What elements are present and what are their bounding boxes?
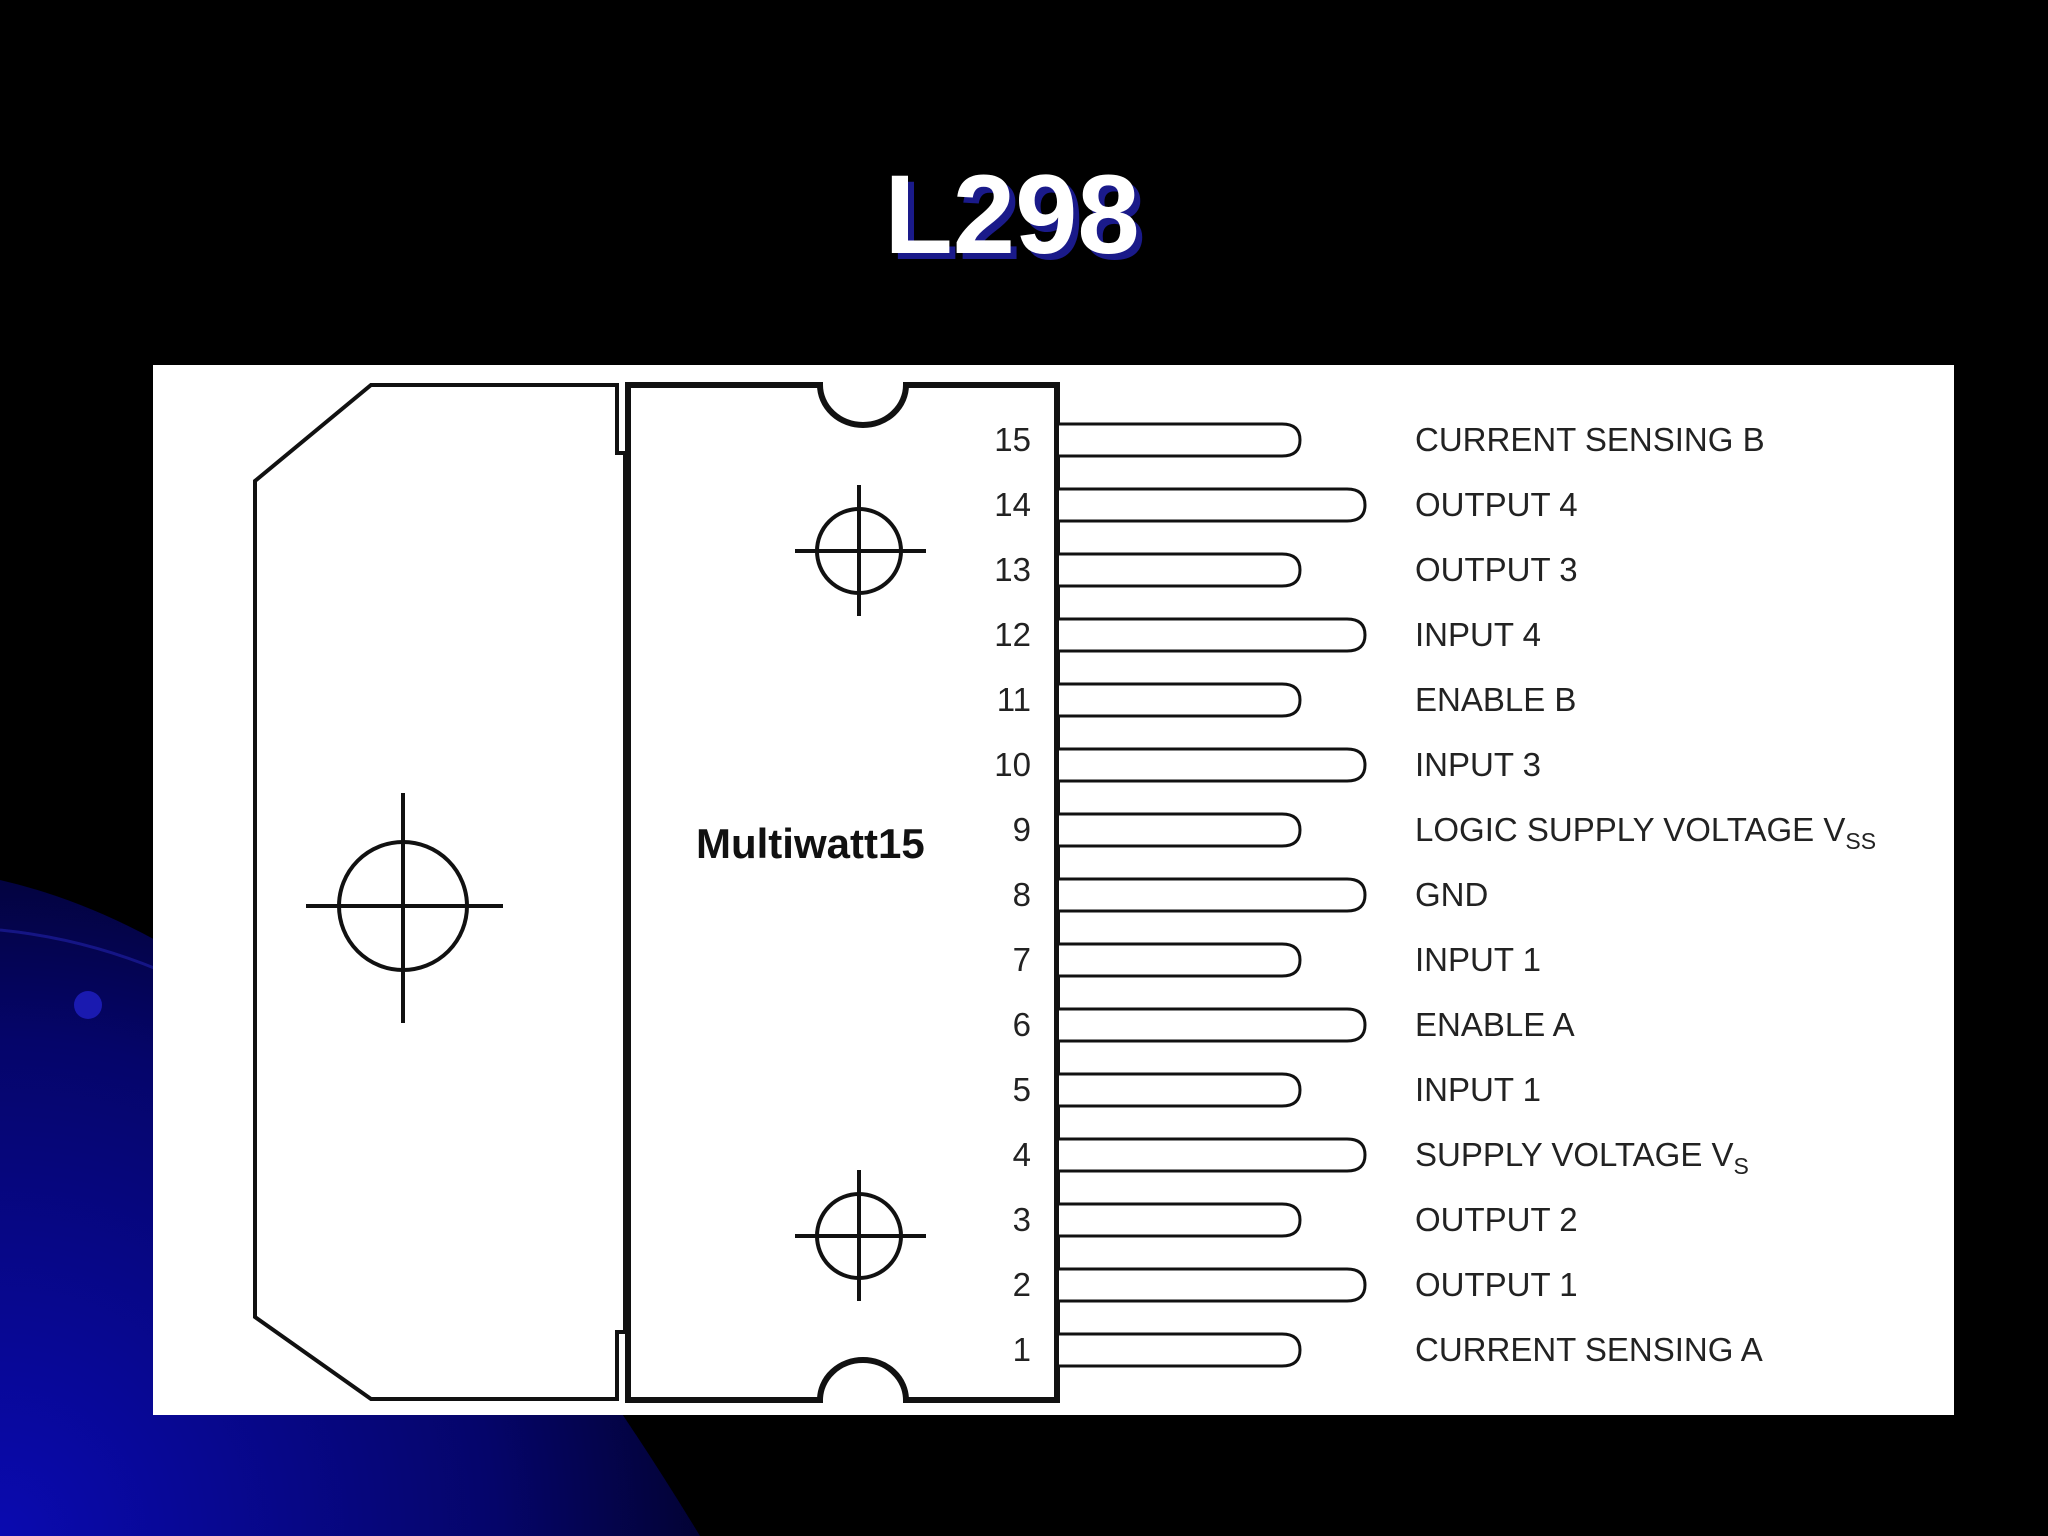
- pin-label-10: INPUT 3: [1415, 747, 1541, 783]
- pin-label-text: INPUT 4: [1415, 616, 1541, 653]
- background-dot: [74, 991, 102, 1019]
- pin-label-5: INPUT 1: [1415, 1072, 1541, 1108]
- pin-number-7: 7: [1012, 941, 1031, 978]
- mounting-hole-icon: [306, 793, 503, 1023]
- pin-number-1: 1: [1012, 1331, 1031, 1368]
- pin-lead-15: [1059, 422, 1302, 458]
- pin-label-8: GND: [1415, 877, 1488, 913]
- pin-number-5: 5: [1012, 1071, 1031, 1108]
- pin-label-text: CURRENT SENSING A: [1415, 1331, 1763, 1368]
- pin-label-11: ENABLE B: [1415, 682, 1576, 718]
- pin-label-3: OUTPUT 2: [1415, 1202, 1578, 1238]
- pin-lead-6: [1059, 1007, 1367, 1043]
- pin-label-text: INPUT 3: [1415, 746, 1541, 783]
- pin-label-12: INPUT 4: [1415, 617, 1541, 653]
- pin-label-subscript: S: [1733, 1153, 1749, 1179]
- pin-lead-11: [1059, 682, 1302, 718]
- pin-label-6: ENABLE A: [1415, 1007, 1575, 1043]
- pin-label-4: SUPPLY VOLTAGE VS: [1415, 1136, 1749, 1178]
- heat-tab-outline: [253, 383, 627, 1401]
- pin-label-15: CURRENT SENSING B: [1415, 422, 1765, 458]
- pin-label-text: SUPPLY VOLTAGE V: [1415, 1136, 1734, 1173]
- pin-label-text: OUTPUT 2: [1415, 1201, 1578, 1238]
- pin-label-text: OUTPUT 4: [1415, 486, 1578, 523]
- pin-number-14: 14: [994, 486, 1031, 523]
- ic-body-outline: [625, 382, 1060, 1403]
- pin-lead-13: [1059, 552, 1302, 588]
- pin-number-15: 15: [994, 421, 1031, 458]
- pin-label-9: LOGIC SUPPLY VOLTAGE VSS: [1415, 811, 1876, 853]
- pin-label-text: GND: [1415, 876, 1489, 913]
- pin-lead-5: [1059, 1072, 1302, 1108]
- pin-number-11: 11: [996, 681, 1031, 718]
- pin-label-text: INPUT 1: [1415, 941, 1541, 978]
- upper-hole-icon: [795, 485, 926, 616]
- pin-number-8: 8: [1012, 876, 1031, 913]
- pin-number-9: 9: [1012, 811, 1031, 848]
- pin-lead-1: [1059, 1332, 1302, 1368]
- pin-number-10: 10: [994, 746, 1031, 783]
- pin-label-text: CURRENT SENSING B: [1415, 421, 1765, 458]
- pin-lead-9: [1059, 812, 1302, 848]
- pin-lead-8: [1059, 877, 1367, 913]
- pin-leads: [1059, 422, 1367, 1368]
- pin-lead-2: [1059, 1267, 1367, 1303]
- pin-lead-4: [1059, 1137, 1367, 1173]
- pin-lead-14: [1059, 487, 1367, 523]
- package-outline: [253, 382, 1367, 1403]
- pin-label-text: ENABLE B: [1415, 681, 1577, 718]
- pin-label-subscript: SS: [1845, 828, 1877, 854]
- pin-label-text: ENABLE A: [1415, 1006, 1575, 1043]
- pin-lead-7: [1059, 942, 1302, 978]
- pin-number-13: 13: [994, 551, 1031, 588]
- pin-lead-10: [1059, 747, 1367, 783]
- pin-label-14: OUTPUT 4: [1415, 487, 1578, 523]
- pin-label-text: OUTPUT 1: [1415, 1266, 1578, 1303]
- slide-title: L298: [884, 152, 1140, 277]
- pin-label-7: INPUT 1: [1415, 942, 1541, 978]
- pin-label-13: OUTPUT 3: [1415, 552, 1578, 588]
- pin-lead-12: [1059, 617, 1367, 653]
- pin-label-2: OUTPUT 1: [1415, 1267, 1578, 1303]
- pin-number-6: 6: [1012, 1006, 1031, 1043]
- pin-number-3: 3: [1012, 1201, 1031, 1238]
- pin-label-text: OUTPUT 3: [1415, 551, 1578, 588]
- pin-label-1: CURRENT SENSING A: [1415, 1332, 1763, 1368]
- pin-number-4: 4: [1012, 1136, 1031, 1173]
- pin-lead-3: [1059, 1202, 1302, 1238]
- package-name: Multiwatt15: [696, 820, 925, 867]
- lower-hole-icon: [795, 1170, 926, 1301]
- pin-label-text: INPUT 1: [1415, 1071, 1541, 1108]
- pin-label-text: LOGIC SUPPLY VOLTAGE V: [1415, 811, 1846, 848]
- pin-number-2: 2: [1012, 1266, 1031, 1303]
- pin-number-12: 12: [994, 616, 1031, 653]
